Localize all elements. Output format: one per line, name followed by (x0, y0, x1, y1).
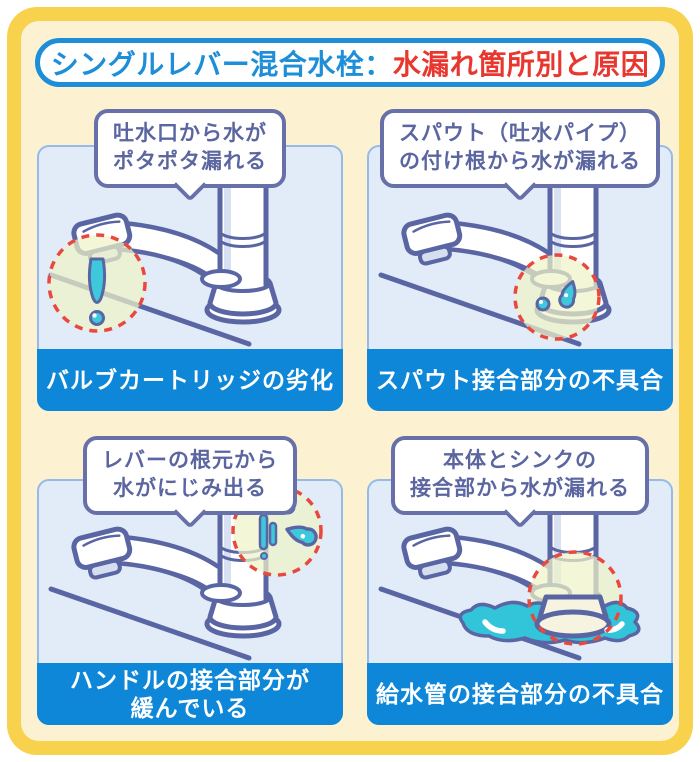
cause-text: ハンドルの接合部分が 緩んでいる (70, 666, 310, 721)
cause-banner: スパウト接合部分の不具合 (367, 349, 673, 411)
cause-banner: バルブカートリッジの劣化 (37, 349, 343, 411)
speech-bubble: 本体とシンクの 接合部から水が漏れる (391, 436, 649, 516)
water-stream-icon (87, 257, 107, 304)
panel-spout-drip: 吐水口から水が ポタポタ漏れる バルブカートリッジの劣化 (37, 109, 343, 411)
title-part-blue: シングルレバー混合水栓： (50, 48, 393, 80)
cause-text: バルブカートリッジの劣化 (46, 366, 334, 393)
red-dashed-circle-icon (47, 233, 147, 333)
panel-spout-base-leak: スパウト（吐水パイプ） の付け根から水が漏れる スパウト接合部分の不具合 (367, 109, 673, 411)
cause-text: 給水管の接合部分の不具合 (376, 680, 664, 707)
bubble-text: スパウト（吐水パイプ） の付け根から水が漏れる (399, 122, 641, 173)
speech-bubble: 吐水口から水が ポタポタ漏れる (94, 109, 286, 189)
cause-text: スパウト接合部分の不具合 (376, 366, 664, 393)
water-drop-icon (89, 310, 105, 326)
leak-highlight-body-base (458, 550, 641, 646)
title-part-red: 水漏れ箇所別と原因 (392, 48, 650, 80)
panel-body-sink-leak: 本体とシンクの 接合部から水が漏れる 給水管の接合部分の不具合 (367, 436, 673, 725)
bubble-text: 吐水口から水が ポタポタ漏れる (113, 122, 267, 173)
cause-banner: 給水管の接合部分の不具合 (367, 663, 673, 725)
panel-lever-base-leak: レバーの根元から 水がにじみ出る (37, 436, 343, 725)
faucet-illustration (369, 147, 671, 349)
red-dashed-circle-icon (527, 550, 623, 646)
speech-bubble: レバーの根元から 水がにじみ出る (83, 436, 297, 516)
page-title: シングルレバー混合水栓：水漏れ箇所別と原因 (35, 38, 665, 87)
water-drop-icon (556, 277, 581, 311)
water-drop-icon (535, 296, 551, 312)
faucet-illustration (39, 147, 341, 349)
red-dashed-circle-icon (513, 253, 601, 341)
leak-highlight-spout-base (513, 253, 601, 341)
bubble-text: レバーの根元から 水がにじみ出る (102, 449, 278, 500)
leak-highlight-spout-tip (47, 233, 147, 333)
water-drop-icon (282, 520, 321, 549)
red-dashed-circle-icon (231, 485, 323, 577)
faucet-illustration (369, 481, 671, 663)
bubble-text: 本体とシンクの 接合部から水が漏れる (410, 449, 630, 500)
cause-banner: ハンドルの接合部分が 緩んでいる (37, 663, 343, 725)
speech-bubble: スパウト（吐水パイプ） の付け根から水が漏れる (380, 109, 660, 189)
